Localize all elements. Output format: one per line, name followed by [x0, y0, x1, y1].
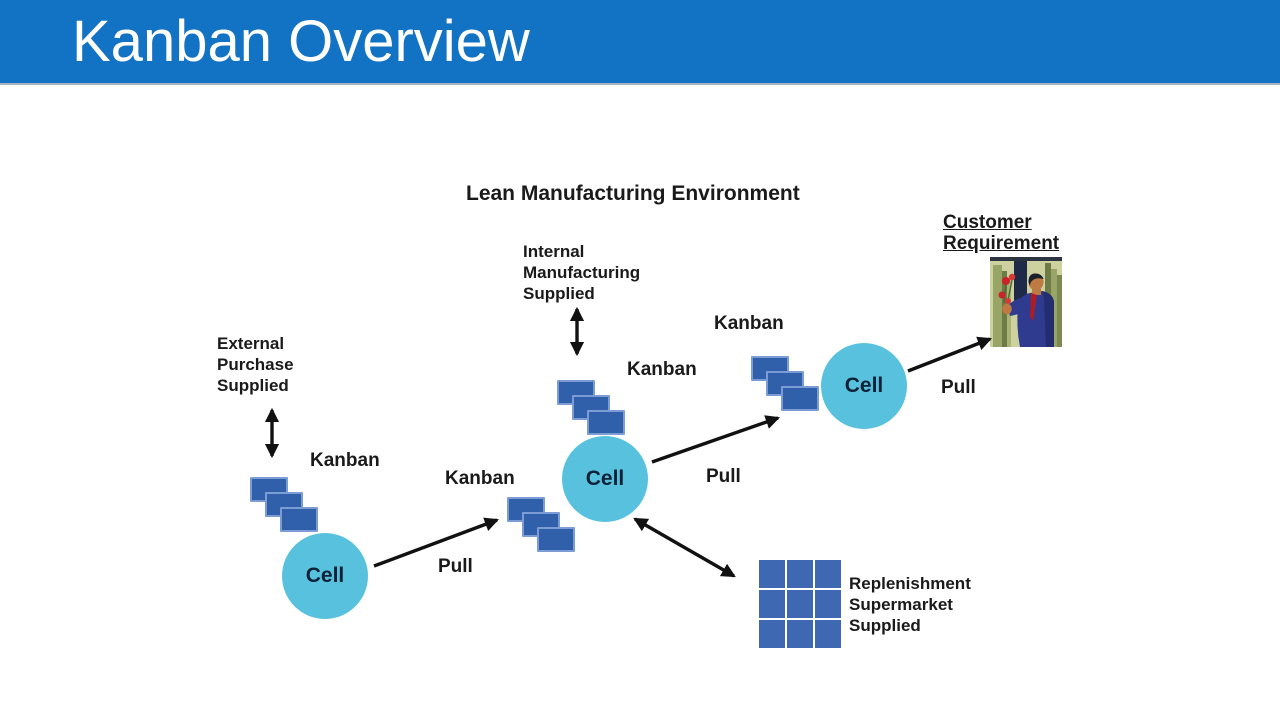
kanban-card-icon — [280, 507, 318, 532]
kanban-card-icon — [781, 386, 819, 411]
external-supply-label: External Purchase Supplied — [217, 334, 294, 395]
pull-arrow-1 — [373, 517, 500, 568]
diagram-title: Lean Manufacturing Environment — [466, 182, 800, 205]
internal-supply-label: Internal Manufacturing Supplied — [523, 242, 641, 303]
grid-cell — [815, 560, 841, 588]
pull-label-1: Pull — [438, 556, 473, 577]
kanban-stack-2 — [507, 497, 577, 555]
kanban-stack-3 — [557, 380, 627, 438]
grid-cell — [815, 620, 841, 648]
supermarket-supply-arrow — [633, 517, 736, 578]
grid-cell — [787, 560, 813, 588]
pull-arrow-2 — [651, 415, 781, 464]
cell-node-3: Cell — [821, 343, 907, 429]
grid-cell — [815, 590, 841, 618]
kanban-label-2: Kanban — [445, 468, 515, 489]
cell-label: Cell — [585, 467, 625, 490]
cell-label: Cell — [305, 564, 345, 587]
page-title: Kanban Overview — [72, 9, 530, 74]
grid-cell — [787, 590, 813, 618]
kanban-label-3: Kanban — [627, 359, 697, 380]
customer-clipart-icon — [990, 257, 1062, 347]
pull-arrow-3 — [907, 336, 992, 373]
grid-cell — [787, 620, 813, 648]
cell-label: Cell — [844, 374, 884, 397]
pull-label-3: Pull — [941, 377, 976, 398]
pull-label-2: Pull — [706, 466, 741, 487]
grid-cell — [759, 590, 785, 618]
kanban-label-1: Kanban — [310, 450, 380, 471]
cell-node-2: Cell — [562, 436, 648, 522]
replenishment-label: Replenishment Supermarket Supplied — [849, 574, 971, 635]
grid-cell — [759, 560, 785, 588]
grid-cell — [759, 620, 785, 648]
kanban-label-4: Kanban — [714, 313, 784, 334]
kanban-card-icon — [587, 410, 625, 435]
kanban-stack-4 — [751, 356, 821, 414]
kanban-card-icon — [537, 527, 575, 552]
kanban-stack-1 — [250, 477, 320, 535]
supermarket-grid-icon — [759, 560, 841, 648]
cell-node-1: Cell — [282, 533, 368, 619]
customer-requirement-label: Customer Requirement — [943, 212, 1060, 254]
slide-header: Kanban Overview — [0, 0, 1280, 85]
